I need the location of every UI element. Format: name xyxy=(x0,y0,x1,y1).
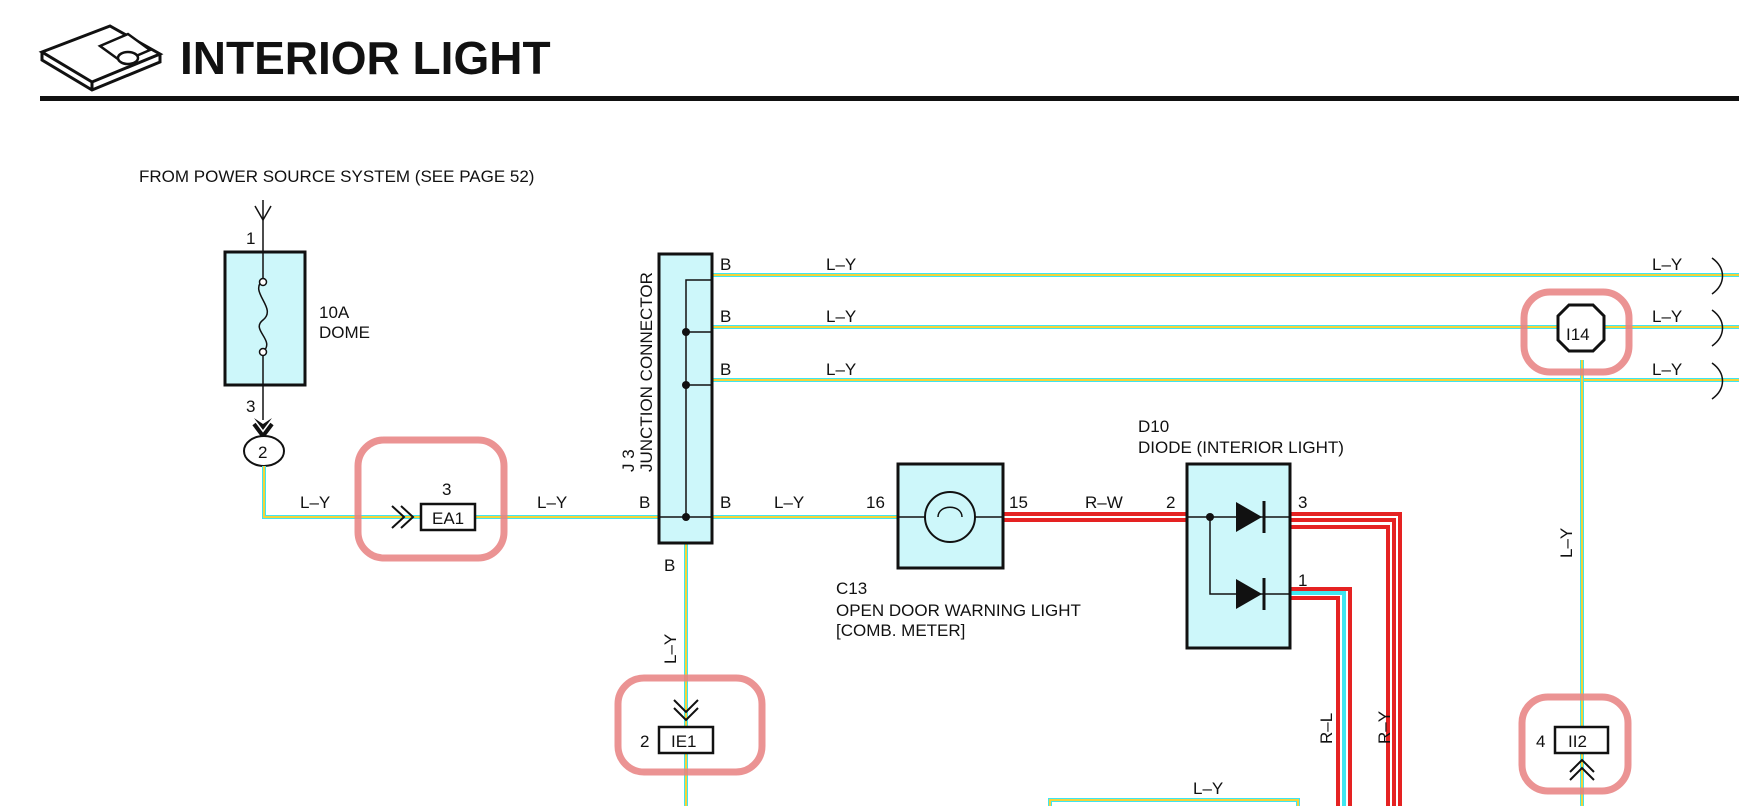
wire-label: L–Y xyxy=(300,493,330,512)
pin-arrow-icon xyxy=(254,418,272,430)
connector-ie1 xyxy=(614,674,766,776)
wire-label: R–W xyxy=(1085,493,1123,512)
junction-code: J 3 xyxy=(619,449,638,472)
ie1-pin: 2 xyxy=(640,732,649,751)
c13-code: C13 xyxy=(836,579,867,598)
wire-label: L–Y xyxy=(826,307,856,326)
junction-connector-j3 xyxy=(657,252,714,545)
connector-2-label: 2 xyxy=(258,443,267,462)
i14-id: I14 xyxy=(1566,325,1590,344)
wire-label: L–Y xyxy=(1557,528,1576,558)
c13-pin-out: 15 xyxy=(1009,493,1028,512)
connector-ii2 xyxy=(1518,693,1632,795)
junction-pin: B xyxy=(720,360,731,379)
ea1-id: EA1 xyxy=(432,509,464,528)
wires-red xyxy=(1003,512,1402,806)
c13-sub: [COMB. METER] xyxy=(836,621,965,640)
wire-label: L–Y xyxy=(774,493,804,512)
diode-icon xyxy=(1236,579,1262,609)
connector-ea1 xyxy=(354,436,508,562)
fuse-name: DOME xyxy=(319,323,370,342)
wire-label: R–L xyxy=(1317,713,1336,744)
c13-warning-light xyxy=(896,462,1005,570)
fuse-rating: 10A xyxy=(319,303,350,322)
wire-label: L–Y xyxy=(1193,779,1223,798)
source-arrow-icon xyxy=(254,200,272,252)
d10-code: D10 xyxy=(1138,417,1169,436)
junction-pin: B xyxy=(720,493,731,512)
d10-pin-1: 1 xyxy=(1298,571,1307,590)
wire-label: L–Y xyxy=(1652,307,1682,326)
c13-pin-in: 16 xyxy=(866,493,885,512)
ii2-id: II2 xyxy=(1568,732,1587,751)
diode-icon xyxy=(1236,502,1262,532)
wire-label: L–Y xyxy=(537,493,567,512)
junction-pin: B xyxy=(664,556,675,575)
junction-name: JUNCTION CONNECTOR xyxy=(637,272,656,472)
ea1-pin: 3 xyxy=(442,480,451,499)
fuse-10a-dome xyxy=(223,250,307,387)
connector-i14 xyxy=(1520,288,1633,376)
junction-pin: B xyxy=(720,255,731,274)
wire-label: L–Y xyxy=(826,255,856,274)
junction-pin: B xyxy=(639,493,650,512)
ie1-id: IE1 xyxy=(671,732,697,751)
wire-label: L–Y xyxy=(1652,255,1682,274)
junction-pin: B xyxy=(720,307,731,326)
dome-light-icon xyxy=(38,24,164,92)
c13-name: OPEN DOOR WARNING LIGHT xyxy=(836,601,1081,620)
wire-label: L–Y xyxy=(661,634,680,664)
d10-pin-3: 3 xyxy=(1298,493,1307,512)
d10-name: DIODE (INTERIOR LIGHT) xyxy=(1138,438,1344,457)
wire-label: L–Y xyxy=(1652,360,1682,379)
fuse-pin-1: 1 xyxy=(246,229,255,248)
ii2-pin: 4 xyxy=(1536,732,1545,751)
source-note: FROM POWER SOURCE SYSTEM (SEE PAGE 52) xyxy=(139,167,534,186)
wire-break-icon xyxy=(1711,257,1724,400)
wire-label: R–Y xyxy=(1375,711,1394,744)
title-rule xyxy=(40,96,1739,101)
bulb-icon xyxy=(937,506,963,518)
wire-label: L–Y xyxy=(826,360,856,379)
d10-pin-in: 2 xyxy=(1166,493,1175,512)
d10-diode xyxy=(1185,462,1292,650)
page-title: INTERIOR LIGHT xyxy=(180,32,551,84)
fuse-pin-3: 3 xyxy=(246,397,255,416)
